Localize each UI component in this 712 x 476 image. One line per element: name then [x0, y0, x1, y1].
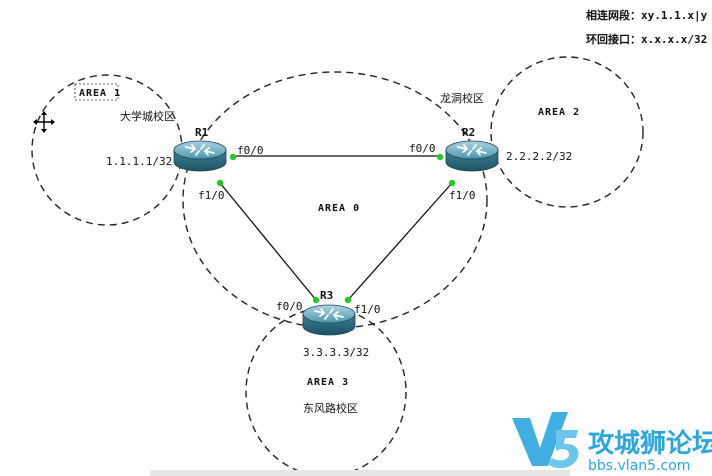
- link-r2-r3: [347, 182, 453, 301]
- router-r3-icon[interactable]: [302, 304, 356, 336]
- link-status-dot: [436, 153, 444, 161]
- r2-f00-label: f0/0: [409, 142, 436, 155]
- link-status-dot: [229, 153, 237, 161]
- link-status-dot: [344, 296, 352, 304]
- router-r1-name: R1: [195, 126, 209, 139]
- campus-area3-name: 东风路校区: [303, 401, 358, 415]
- router-r3-name: R3: [320, 289, 333, 302]
- router-r3-loopback: 3.3.3.3/32: [303, 346, 369, 359]
- link-status-dot: [216, 179, 224, 187]
- watermark-url: bbs.vlan5.com: [588, 458, 690, 474]
- r1-f00-label: f0/0: [237, 144, 264, 157]
- area3-label: AREA 3: [307, 377, 349, 388]
- legend-subnet: 相连网段：xy.1.1.x|y: [586, 8, 708, 22]
- area0-label: AREA 0: [318, 203, 360, 214]
- link-status-dot: [312, 296, 320, 304]
- link-status-dot: [448, 179, 456, 187]
- horizontal-scrollbar[interactable]: [150, 470, 570, 476]
- watermark-title: 攻城狮论坛: [588, 429, 712, 459]
- campus-area2-name: 龙洞校区: [440, 91, 484, 105]
- link-r1-r3: [219, 182, 317, 301]
- move-cursor-icon: [33, 111, 55, 133]
- r3-f00-label: f0/0: [276, 300, 303, 313]
- area0-boundary: [182, 71, 488, 329]
- area2-label: AREA 2: [538, 107, 580, 118]
- r3-f10-label: f1/0: [354, 303, 381, 316]
- area1-label: AREA 1: [79, 88, 121, 99]
- router-r1-loopback: 1.1.1.1/32: [106, 155, 172, 168]
- router-r2-icon[interactable]: [445, 140, 499, 172]
- r2-f10-label: f1/0: [449, 189, 476, 202]
- area2-boundary: [490, 56, 644, 208]
- router-r2-name: R2: [462, 126, 475, 139]
- r1-f10-label: f1/0: [198, 189, 225, 202]
- campus-area1-name: 大学城校区: [120, 109, 175, 123]
- area1-label-box: [74, 83, 119, 101]
- router-r1-icon[interactable]: [173, 140, 227, 172]
- legend-loopback: 环回接口：x.x.x.x/32: [586, 32, 707, 46]
- router-r2-loopback: 2.2.2.2/32: [506, 150, 572, 163]
- watermark-logo: [512, 412, 579, 469]
